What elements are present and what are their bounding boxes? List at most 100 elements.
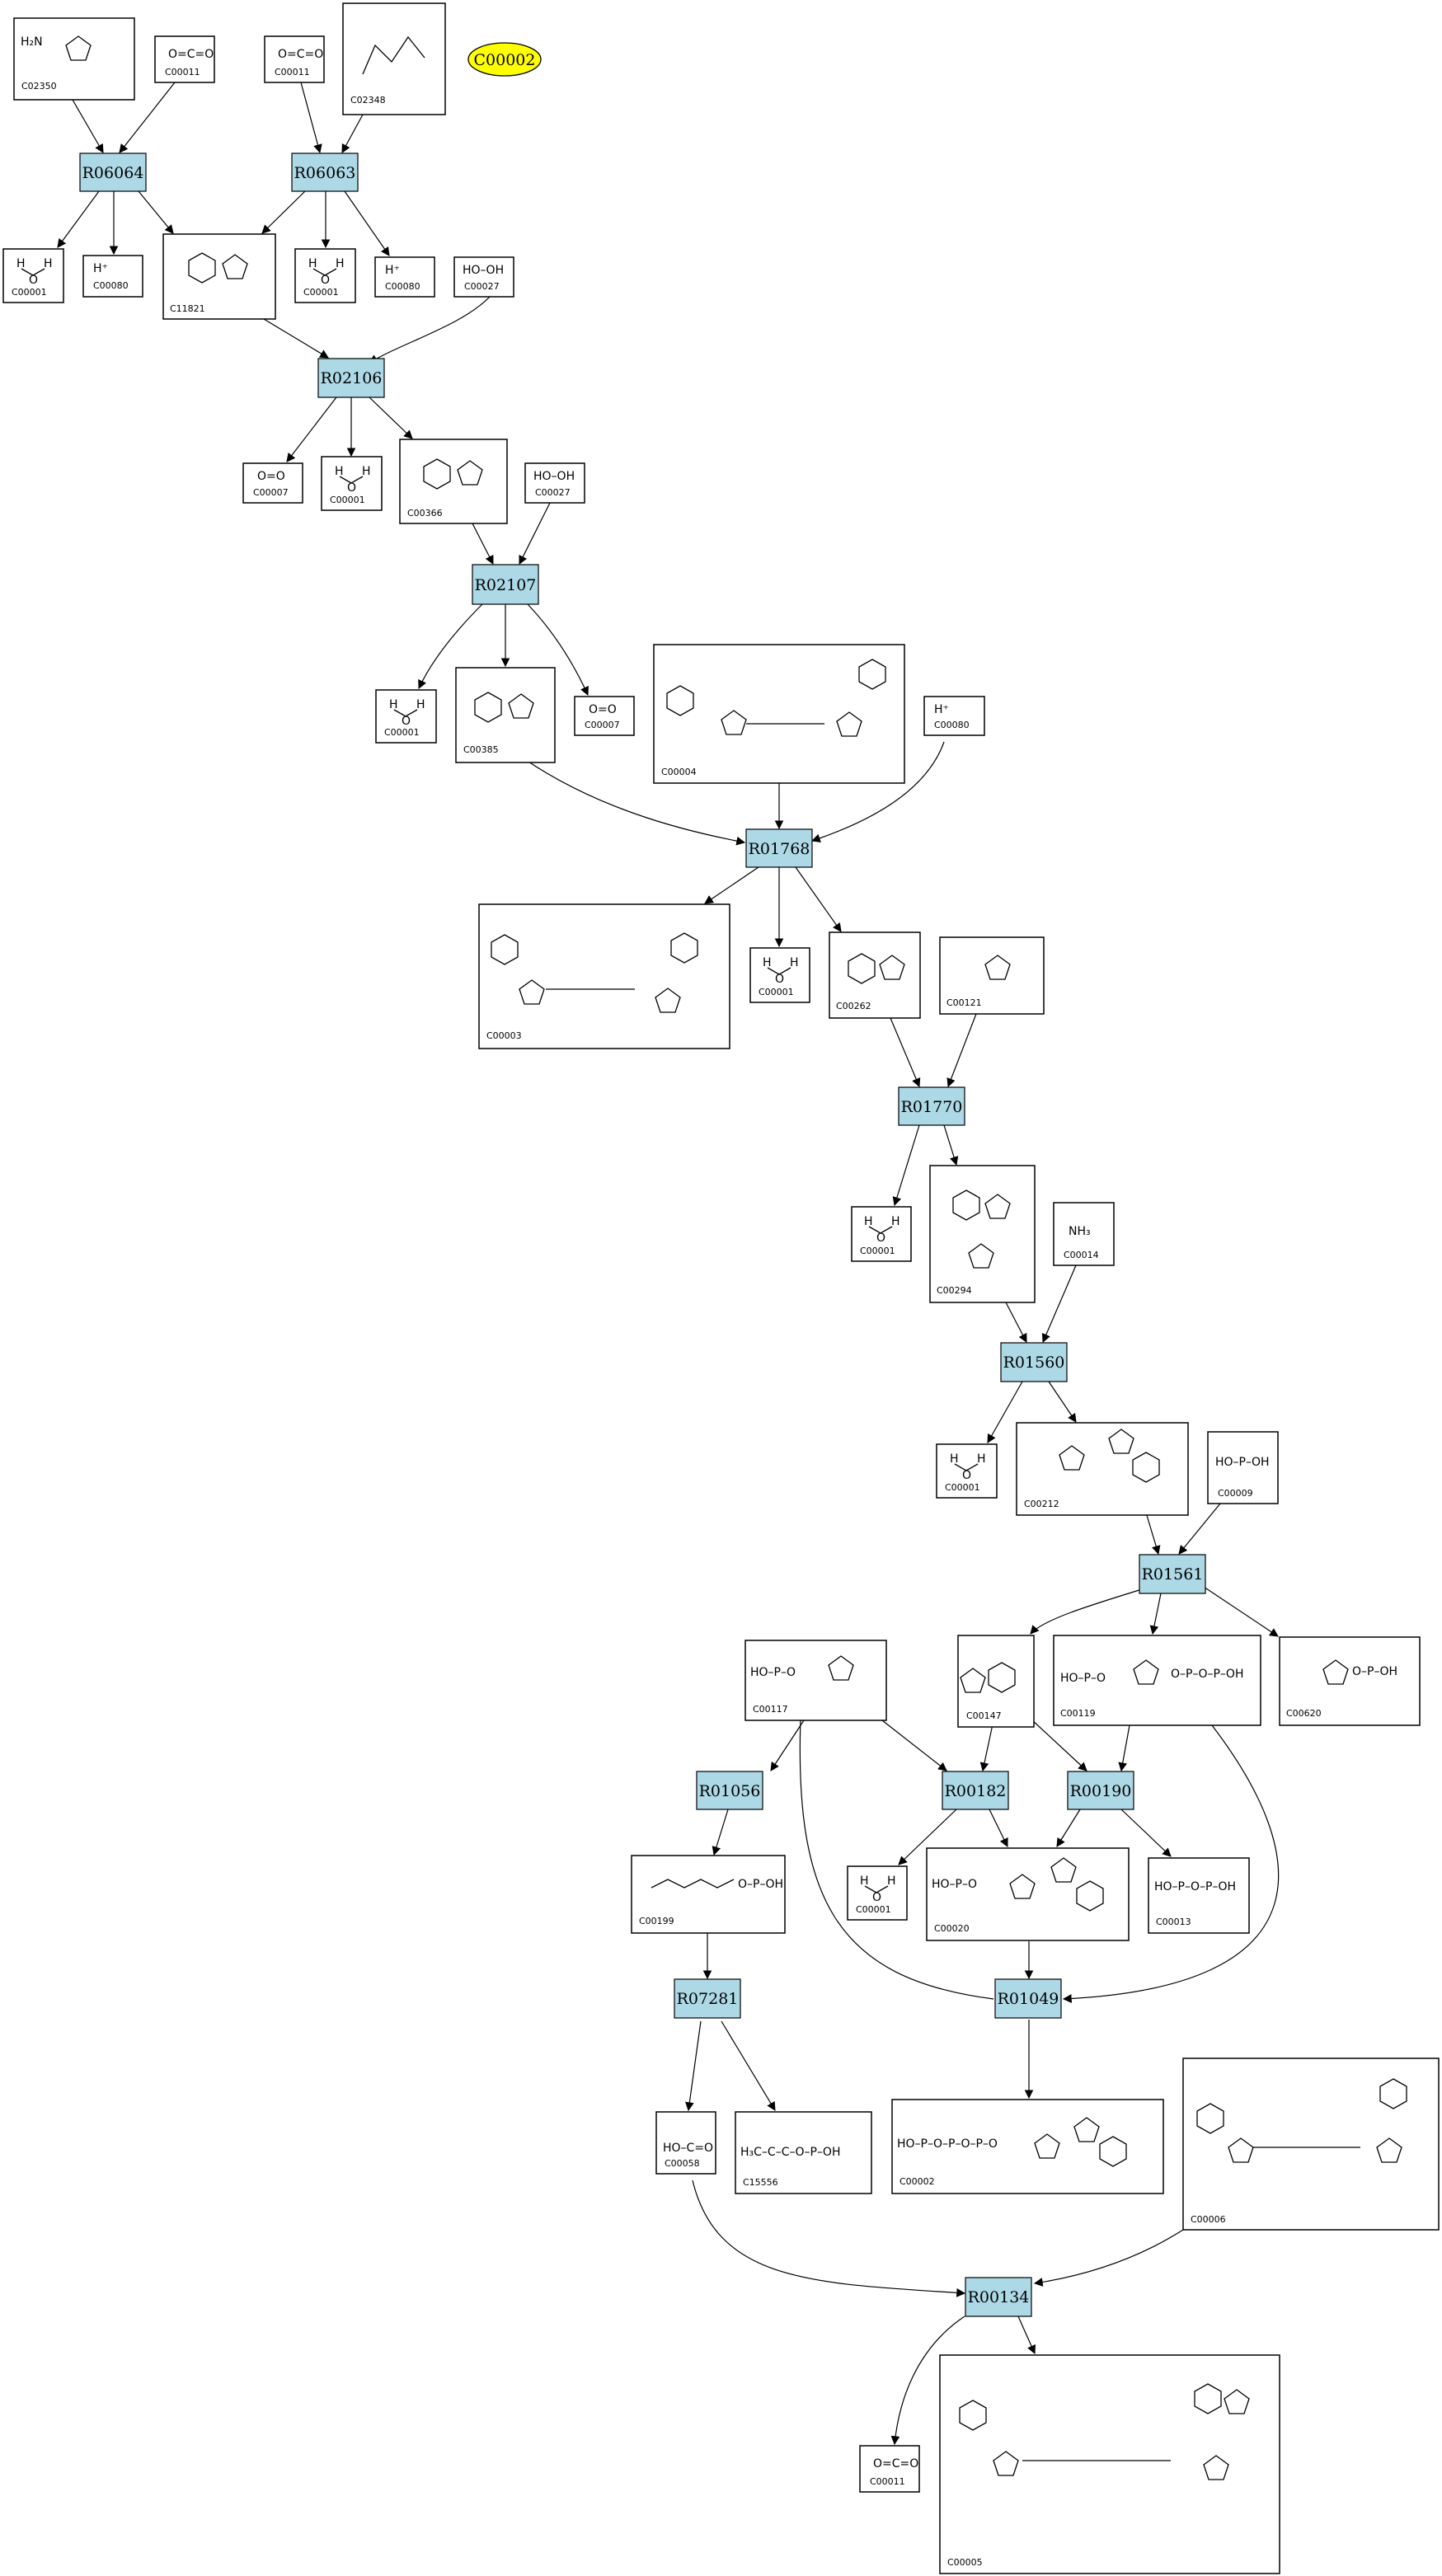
compound-node-c00001[interactable]: C00001 [936,1443,998,1499]
reaction-label: R02106 [321,369,383,387]
compound-node-c00119[interactable]: HO–P–O O–P–O–P–OH C00119 [1053,1635,1261,1726]
svg-text:HO–P–O: HO–P–O [1060,1672,1106,1685]
compound-node-c00011[interactable]: O=C=O C00011 [154,35,215,83]
compound-node-c00027[interactable]: HO–OH C00027 [524,462,585,504]
compound-node-c00080[interactable]: H⁺ C00080 [374,256,435,298]
compound-node-c00007[interactable]: O=O C00007 [242,462,303,504]
compound-id: C00001 [945,1482,980,1493]
compound-id: C00001 [759,987,794,997]
reaction-node-r00182[interactable]: R00182 [942,1771,1009,1810]
compound-node-c00001[interactable]: C00001 [321,456,383,511]
compound-id: C00147 [966,1710,1002,1721]
compound-node-c00080[interactable]: H⁺ C00080 [82,255,143,298]
compound-id: C00002 [899,2176,935,2187]
reaction-node-r06063[interactable]: R06063 [291,152,359,192]
compound-node-c00013[interactable]: HO–P–O–P–OH C00013 [1148,1857,1250,1934]
compound-id: C00013 [1156,1917,1191,1927]
compound-node-c00294[interactable]: C00294 [929,1165,1036,1303]
reaction-node-r06064[interactable]: R06064 [79,152,147,192]
compound-id: C00006 [1191,2214,1226,2225]
compound-id: C00001 [384,727,420,738]
compound-formula: H⁺ [93,262,108,275]
compound-node-c00121[interactable]: C00121 [939,936,1045,1015]
compound-id: C02350 [21,81,57,91]
compound-id: C00080 [934,720,970,730]
reaction-label: R00134 [968,2288,1030,2306]
compound-node-c00001[interactable]: C00001 [375,689,437,744]
compound-node-c00080[interactable]: H⁺ C00080 [923,696,985,736]
compound-node-c00147[interactable]: C00147 [957,1635,1035,1728]
compound-node-c00620[interactable]: O–P–OH C00620 [1279,1636,1421,1726]
compound-id: C00027 [464,281,500,292]
reaction-node-r01056[interactable]: R01056 [696,1771,763,1810]
compound-id: C00080 [385,281,420,292]
compound-node-c00212[interactable]: C00212 [1016,1422,1189,1516]
compound-node-c00058[interactable]: HO–C=O C00058 [655,2111,716,2175]
reaction-node-r01770[interactable]: R01770 [898,1086,965,1126]
compound-node-c00011[interactable]: O=C=O C00011 [264,35,325,83]
compound-node-c00199[interactable]: O–P–OH C00199 [631,1855,786,1934]
compound-id: C00007 [585,720,620,730]
compound-id: C00011 [165,67,200,77]
compound-id: C00294 [937,1285,972,1296]
compound-node-c00001[interactable]: C00001 [2,248,64,303]
compound-node-c15556[interactable]: H₃C–C–C–O–P–OH C15556 [735,2111,872,2194]
compound-formula: O=O [257,470,285,483]
reaction-node-r01561[interactable]: R01561 [1139,1554,1206,1594]
compound-formula: HO–OH [463,264,504,277]
reaction-label: R01056 [699,1782,761,1800]
compound-node-c11821[interactable]: C11821 [162,233,276,320]
compound-node-c00001[interactable]: C00001 [749,947,810,1003]
reaction-node-r02106[interactable]: R02106 [317,358,385,398]
compound-id: C00212 [1024,1499,1059,1509]
compound-node-c00003[interactable]: C00003 [478,903,730,1049]
compound-formula: NH₃ [1069,1225,1091,1238]
compound-id: C00001 [303,287,339,298]
compound-node-c00020[interactable]: HO–P–O C00020 [926,1847,1130,1941]
compound-node-c00007[interactable]: O=O C00007 [574,696,635,736]
compound-node-c02348[interactable]: C02348 [342,2,446,115]
target-compound-label: C00002 [474,51,536,69]
compound-id: C00020 [934,1923,970,1934]
compound-node-c00014[interactable]: NH₃ C00014 [1053,1202,1115,1266]
compound-formula: HO–OH [533,470,575,483]
compound-node-c00385[interactable]: C00385 [455,667,556,763]
compound-node-c00004[interactable]: C00004 [653,644,905,784]
compound-node-c00001[interactable]: C00001 [851,1206,912,1262]
compound-node-c00002[interactable]: HO–P–O–P–O–P–O C00002 [891,2099,1164,2194]
reaction-node-r00190[interactable]: R00190 [1067,1771,1134,1810]
compound-node-c00011[interactable]: O=C=O C00011 [859,2445,920,2493]
compound-id: C15556 [743,2177,778,2188]
svg-text:HO–P–O–P–OH: HO–P–O–P–OH [1154,1880,1236,1893]
reaction-node-r01560[interactable]: R01560 [1000,1342,1068,1382]
compound-id: C00001 [12,287,47,298]
svg-text:HO–P–O–P–O–P–O: HO–P–O–P–O–P–O [897,2137,998,2151]
compound-id: C00117 [753,1704,788,1715]
reaction-node-r07281[interactable]: R07281 [674,1978,741,2019]
compound-node-c00006[interactable]: C00006 [1182,2058,1440,2231]
compound-id: C00262 [836,1001,871,1011]
compound-node-c02350[interactable]: H₂N C02350 [13,17,135,101]
compound-id: C00005 [947,2557,983,2568]
svg-text:O–P–OH: O–P–OH [1352,1665,1397,1678]
compound-node-c00262[interactable]: C00262 [829,931,921,1019]
compound-formula: H⁺ [385,264,400,277]
compound-id: C00014 [1064,1250,1099,1260]
reaction-node-r00134[interactable]: R00134 [965,2277,1032,2317]
compound-formula: O=C=O [168,48,214,61]
compound-node-c00366[interactable]: C00366 [399,439,508,524]
compound-id: C00001 [856,1904,891,1915]
compound-node-c00005[interactable]: C00005 [939,2354,1280,2574]
target-compound-node[interactable]: C00002 [467,42,542,77]
reaction-node-r02107[interactable]: R02107 [472,564,539,605]
compound-node-c00001[interactable]: C00001 [294,248,356,303]
compound-node-c00009[interactable]: HO–P–OH C00009 [1207,1431,1279,1504]
compound-node-c00117[interactable]: HO–P–O C00117 [744,1640,887,1721]
reaction-node-r01768[interactable]: R01768 [745,828,813,868]
compound-node-c00027[interactable]: HO–OH C00027 [453,256,514,298]
compound-id: C00001 [330,495,365,505]
reaction-node-r01049[interactable]: R01049 [994,1978,1062,2019]
reaction-label: R01049 [998,1990,1059,2008]
compound-node-c00001[interactable]: C00001 [847,1865,908,1921]
